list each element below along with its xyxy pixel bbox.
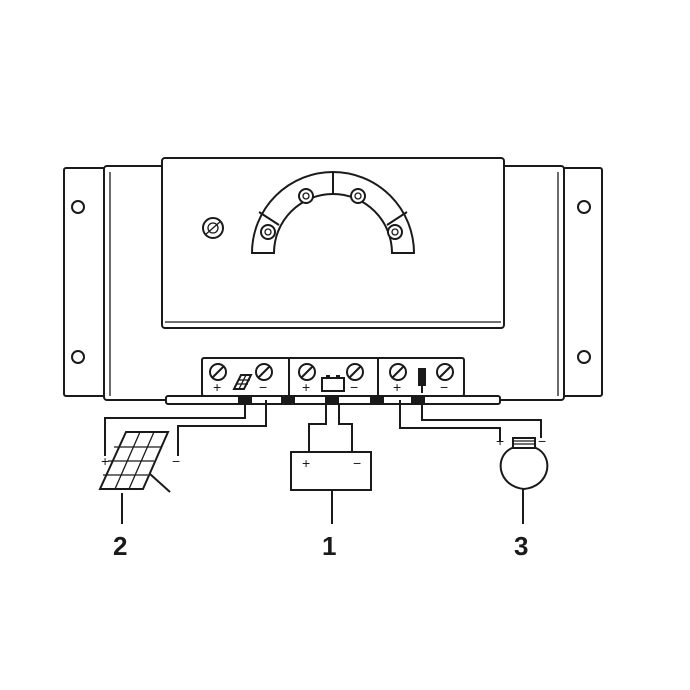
battery-plus-label: + <box>302 455 310 471</box>
battery-icon <box>321 375 345 392</box>
battery-terminal-screw-plus <box>298 363 316 381</box>
solar-panel: + − <box>98 431 180 493</box>
solar-panel-plus-label: + <box>101 453 109 469</box>
terminal-block: + − + − <box>201 357 465 397</box>
lamp-base <box>512 437 536 449</box>
battery: + − <box>290 451 372 491</box>
callout-number-2: 2 <box>113 531 127 561</box>
front-panel <box>161 157 505 329</box>
mounting-hole-top-left <box>71 200 85 214</box>
solar-terminal-screw-plus <box>209 363 227 381</box>
lamp-minus-label: − <box>538 433 546 449</box>
solar-panel-icon <box>232 374 253 390</box>
push-button <box>202 217 224 239</box>
load-terminal-screw-minus <box>436 363 454 381</box>
solar-terminal-plus-label: + <box>213 379 221 395</box>
led-1 <box>260 224 276 240</box>
battery-body <box>290 451 372 491</box>
load-terminal-plus-label: + <box>393 379 401 395</box>
load-bulb-icon <box>418 368 426 393</box>
mounting-hole-bottom-right <box>577 350 591 364</box>
solar-panel-minus-label: − <box>172 453 180 469</box>
solar-wire-minus <box>177 400 267 456</box>
solar-wire-plus <box>104 405 246 456</box>
battery-wire-plus <box>308 405 327 452</box>
battery-terminal-minus-label: − <box>350 379 358 395</box>
load-lamp: + − <box>496 433 549 491</box>
battery-terminal-screw-minus <box>346 363 364 381</box>
lamp-bulb <box>499 447 549 491</box>
lamp-plus-label: + <box>496 433 504 449</box>
callout-number-1: 1 <box>322 531 336 561</box>
led-2 <box>298 188 314 204</box>
left-mounting-ear <box>63 167 109 397</box>
mounting-hole-top-right <box>577 200 591 214</box>
load-terminal-screw-plus <box>389 363 407 381</box>
load-terminal-minus-label: − <box>440 379 448 395</box>
charge-controller: + − + − <box>63 157 603 405</box>
led-3 <box>350 188 366 204</box>
wires <box>104 400 542 456</box>
mounting-hole-bottom-left <box>71 350 85 364</box>
callouts: 2 1 3 <box>113 489 528 561</box>
load-wire-plus <box>399 400 501 441</box>
battery-wire-minus <box>338 405 353 452</box>
cable-glands <box>238 396 425 405</box>
led-indicator-arc <box>250 171 416 254</box>
battery-minus-label: − <box>353 455 361 471</box>
load-wire-minus <box>421 405 542 438</box>
callout-number-3: 3 <box>514 531 528 561</box>
battery-terminal-plus-label: + <box>302 379 310 395</box>
solar-terminal-minus-label: − <box>259 379 267 395</box>
solar-terminal-screw-minus <box>255 363 273 381</box>
led-4 <box>387 224 403 240</box>
